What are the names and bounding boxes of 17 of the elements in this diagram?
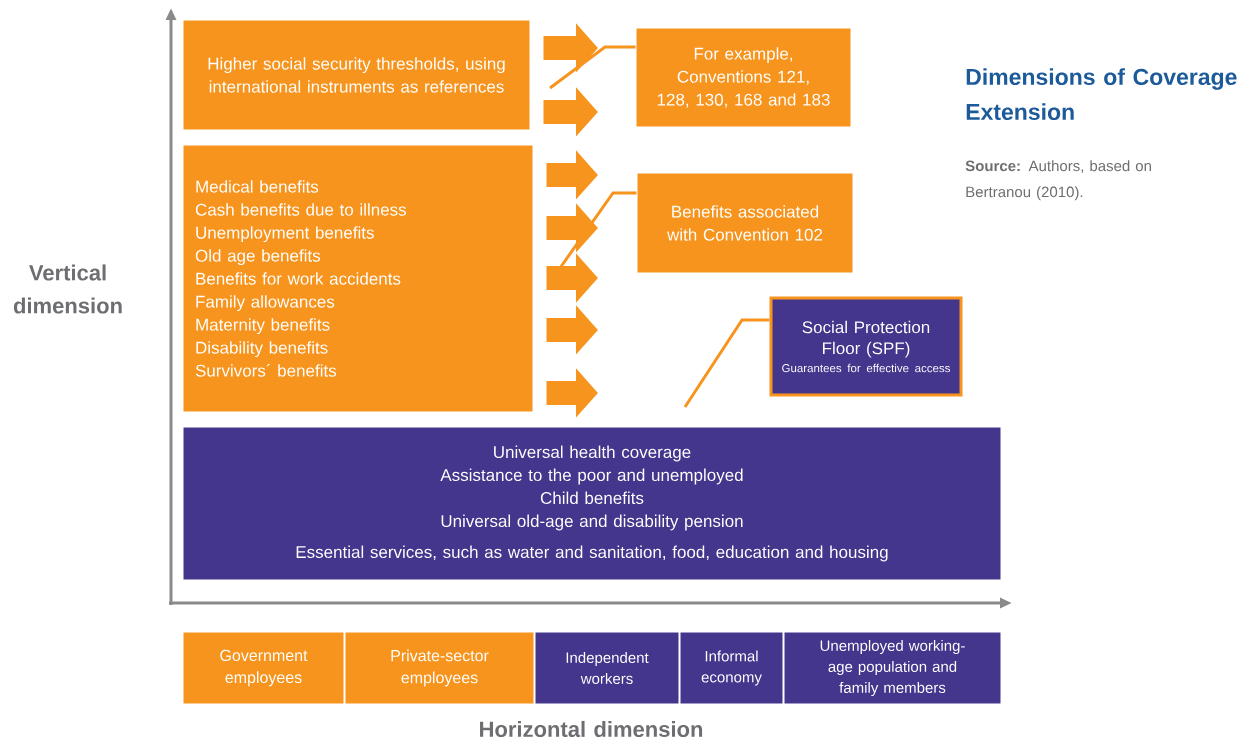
floor-box: Social Protection Floor (SPF) Guarantees for effective access [769, 296, 963, 397]
leader-line [558, 191, 637, 269]
title: Dimensions of Coverage Extension [966, 68, 1237, 121]
caption: Source: Authors, based on Bertranou (2010). [965, 160, 1151, 201]
content-box: Universal health coverage Assistance to the poor and unemployed Child benefits Universal old-age and disability pension Essential services, such as water and sanitation, food, education and housing [182, 426, 1002, 581]
category-box: Government employees [182, 631, 345, 705]
leader-line [549, 45, 636, 90]
content-box: For example, Conventions 121, 128, 130, 168 and 183 [635, 27, 852, 128]
content-box: Medical benefits Cash benefits due to illness Unemployment benefits Old age benefits Benefits for work accidents Family allowances Maternity benefits Disability benefits Survivors´ benefits [182, 144, 534, 413]
content-box: Benefits associated with Convention 102 [636, 172, 854, 274]
axis-label: Horizontal dimension [480, 720, 703, 738]
category-box: Informal economy [679, 631, 784, 705]
content-box: Higher social security thresholds, using international instruments as references [182, 19, 531, 131]
axis-label: Vertical dimension [13, 264, 122, 314]
category-box: Private-sector employees [344, 631, 535, 705]
leader-line [683, 318, 770, 408]
category-box: Independent workers [534, 631, 680, 705]
